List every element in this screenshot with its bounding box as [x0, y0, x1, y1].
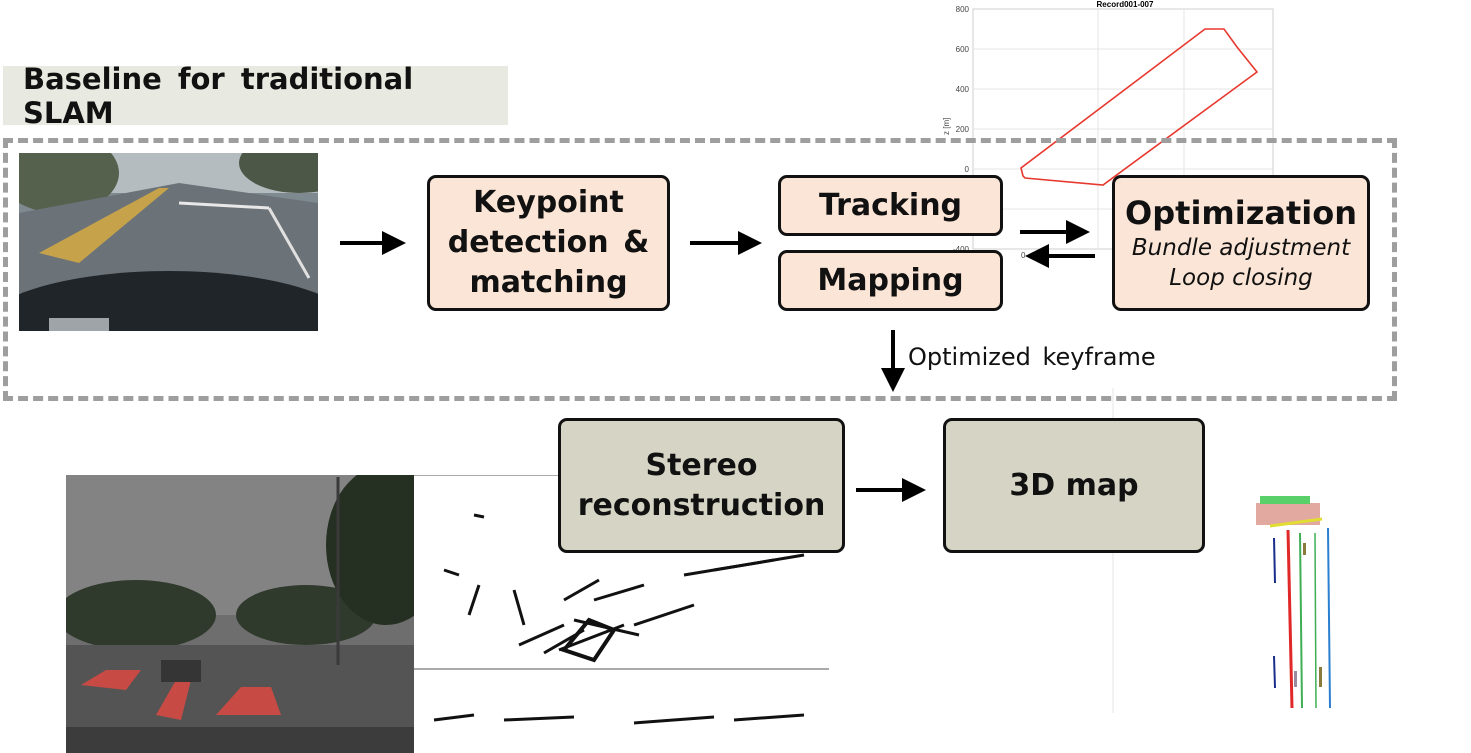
- stereo-reconstruction-box: Stereo reconstruction: [558, 418, 845, 553]
- diagram-title: Baseline for traditional SLAM: [3, 62, 508, 130]
- y-tick: 400: [956, 85, 970, 94]
- slam-pipeline-region: [3, 138, 1397, 401]
- y-tick: 200: [956, 125, 970, 134]
- optimization-line-1: Bundle adjustment: [1131, 235, 1351, 261]
- optimization-title: Optimization: [1125, 194, 1357, 232]
- keypoint-line-1: Keypoint: [473, 185, 624, 220]
- stereo-line-1: Stereo: [645, 447, 758, 483]
- keypoint-detection-box: Keypoint detection & matching: [427, 175, 670, 311]
- plot-title: Record001-007: [1097, 0, 1154, 9]
- y-tick: 600: [956, 45, 970, 54]
- y-tick: -400: [953, 245, 970, 254]
- y-tick: 0: [965, 165, 970, 174]
- optimization-line-2: Loop closing: [1169, 265, 1313, 291]
- y-axis-label: z [m]: [942, 118, 951, 135]
- map3d-box: 3D map: [943, 418, 1205, 553]
- trajectory-line: [1020, 28, 1259, 186]
- camera-image: [66, 475, 414, 753]
- keypoint-line-2: detection &: [447, 225, 650, 260]
- keypoint-line-3: matching: [469, 265, 628, 300]
- tracking-box: Tracking: [778, 175, 1003, 236]
- mapping-label: Mapping: [817, 262, 964, 298]
- stereo-line-2: reconstruction: [577, 487, 826, 523]
- road-camera-image: [19, 153, 318, 331]
- x-tick: 0: [1021, 251, 1026, 260]
- map3d-label: 3D map: [1009, 467, 1139, 503]
- y-tick: 800: [956, 5, 970, 14]
- optimization-box: Optimization Bundle adjustment Loop clos…: [1112, 175, 1370, 311]
- optimized-keyframe-label: Optimized keyframe: [908, 343, 1156, 371]
- tracking-label: Tracking: [818, 187, 963, 223]
- mapping-box: Mapping: [778, 250, 1003, 311]
